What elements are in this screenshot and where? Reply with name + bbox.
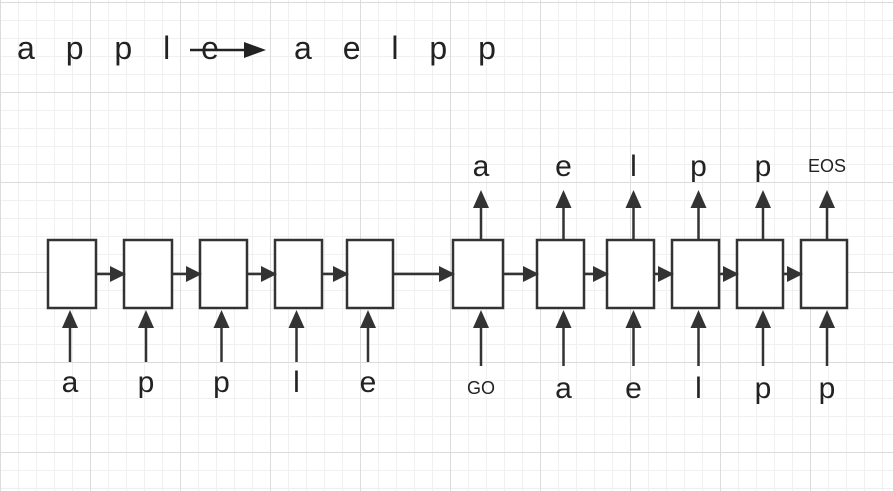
decoder-output-arrowhead bbox=[690, 190, 707, 208]
decoder-output-token: l bbox=[630, 150, 637, 183]
decoder-output-arrowhead bbox=[473, 190, 489, 208]
decoder-cell bbox=[670, 238, 721, 310]
decoder-input-token: e bbox=[625, 372, 642, 405]
decoder-input-arrowhead bbox=[473, 310, 489, 328]
encoder-cell bbox=[46, 238, 98, 310]
target-word: a e l p p bbox=[294, 30, 507, 66]
recurrent-arrowhead bbox=[261, 266, 277, 282]
source-word: a p p l e bbox=[17, 30, 230, 66]
decoder-cell bbox=[605, 238, 656, 310]
decoder-input-token: GO bbox=[467, 378, 495, 398]
recurrent-arrowhead bbox=[723, 266, 739, 282]
decoder-output-token: p bbox=[690, 150, 707, 183]
encoder-cell bbox=[345, 238, 395, 310]
recurrent-arrowhead bbox=[186, 266, 202, 282]
decoder-cell bbox=[535, 238, 586, 310]
encoder-input-token: e bbox=[360, 366, 377, 399]
decoder-input-token: a bbox=[555, 372, 572, 405]
title-arrow-icon bbox=[190, 42, 266, 58]
encoder-input-token: a bbox=[62, 366, 79, 399]
recurrent-arrowhead bbox=[523, 266, 539, 282]
title-row: a p p l e a e l p p bbox=[0, 0, 893, 90]
decoder-input-arrowhead bbox=[755, 310, 771, 328]
encoder-input-token: l bbox=[293, 366, 300, 399]
recurrent-arrowhead bbox=[439, 266, 455, 282]
decoder-input-arrowhead bbox=[690, 310, 707, 328]
recurrent-arrowhead bbox=[787, 266, 803, 282]
decoder-input-arrowhead bbox=[819, 310, 835, 328]
encoder-input-arrowhead bbox=[62, 310, 78, 328]
decoder-input-token: p bbox=[819, 372, 836, 405]
encoder-cell bbox=[122, 238, 174, 310]
recurrent-arrowhead bbox=[593, 266, 609, 282]
decoder-output-arrowhead bbox=[625, 190, 642, 208]
encoder-input-arrowhead bbox=[288, 310, 305, 328]
encoder-cell bbox=[273, 238, 324, 310]
decoder-output-token: EOS bbox=[808, 156, 846, 176]
recurrent-arrowhead bbox=[658, 266, 674, 282]
decoder-input-arrowhead bbox=[555, 310, 572, 328]
encoder-input-arrowhead bbox=[360, 310, 376, 328]
encoder-cell bbox=[198, 238, 249, 310]
recurrent-arrowhead bbox=[110, 266, 126, 282]
decoder-output-token: e bbox=[555, 150, 572, 183]
decoder-output-arrowhead bbox=[555, 190, 572, 208]
encoder-input-token: p bbox=[138, 366, 155, 399]
decoder-cell bbox=[451, 238, 505, 310]
decoder-output-arrowhead bbox=[755, 190, 771, 208]
decoder-cell bbox=[735, 238, 785, 310]
encoder-input-token: p bbox=[213, 366, 230, 399]
decoder-output-token: p bbox=[755, 150, 772, 183]
decoder-input-token: l bbox=[695, 372, 702, 405]
recurrent-arrowhead bbox=[333, 266, 349, 282]
decoder-input-token: p bbox=[755, 372, 772, 405]
encoder-input-arrowhead bbox=[138, 310, 154, 328]
encoder-input-arrowhead bbox=[213, 310, 230, 328]
decoder-output-arrowhead bbox=[819, 190, 835, 208]
decoder-cell bbox=[799, 238, 849, 310]
decoder-input-arrowhead bbox=[625, 310, 642, 328]
decoder-output-token: a bbox=[473, 150, 490, 183]
